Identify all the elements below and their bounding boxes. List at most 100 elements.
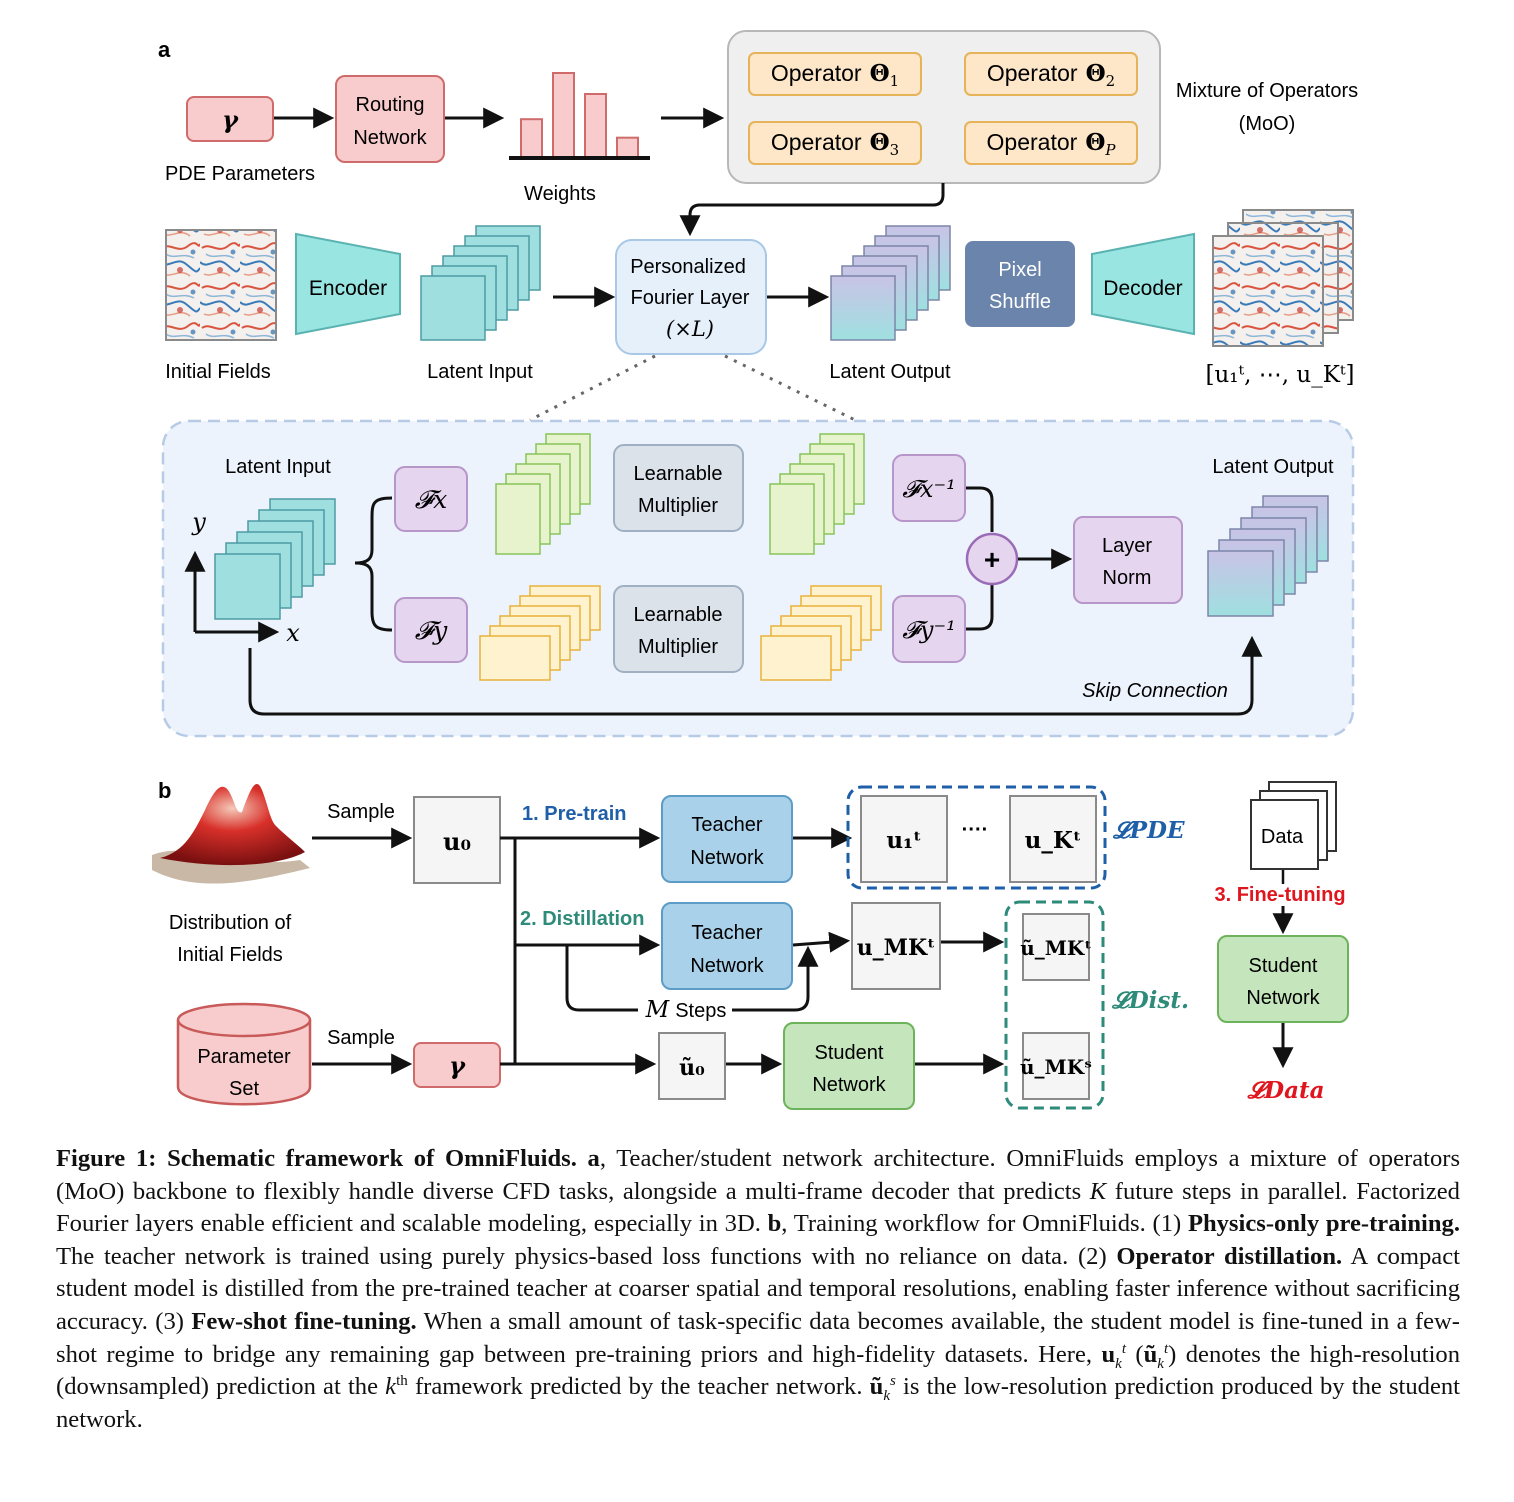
detail-latent-output-label: Latent Output — [1212, 456, 1334, 478]
caption-fig-label: Figure 1: — [56, 1145, 157, 1172]
teacher2-line1: Teacher — [691, 922, 762, 944]
fx-inv-label: 𝓕x⁻¹ — [902, 475, 956, 503]
detail-latent-output-stack — [1207, 495, 1329, 617]
student1-line2: Network — [812, 1074, 886, 1096]
caption-t6: is the low-resolution prediction produce… — [56, 1373, 1460, 1433]
yellow-stack-left — [479, 585, 601, 681]
moo-line2: (MoO) — [1239, 113, 1296, 135]
weights-histogram — [520, 72, 639, 158]
umkt-tilde-box — [1022, 913, 1090, 981]
initial-fields-image — [165, 229, 277, 341]
caption-k: K — [1089, 1177, 1107, 1205]
routing-line1: Routing — [356, 94, 425, 116]
m-steps-loop-right — [732, 945, 819, 1012]
connector-fx-plus — [966, 486, 994, 532]
decoder-shape — [1091, 232, 1195, 336]
u0-label: u₀ — [443, 827, 471, 856]
pixel-line1: Pixel — [998, 259, 1041, 281]
latent-input-stack — [420, 225, 541, 341]
lm-bottom-line2: Multiplier — [638, 636, 718, 658]
dist-output-group — [1004, 900, 1105, 1110]
initial-fields-label: Initial Fields — [165, 361, 271, 383]
teacher-network-pretrain — [661, 795, 793, 883]
student-network-box — [783, 1022, 915, 1110]
latent-output-stack — [830, 225, 951, 341]
connector-fy-plus — [966, 585, 994, 631]
fx-inv-box — [892, 454, 966, 522]
sample-label-bottom: Sample — [327, 1027, 395, 1049]
weight-bar-1 — [520, 118, 543, 158]
fx-box — [394, 466, 468, 532]
pfl-line1: Personalized — [630, 256, 746, 278]
u0-tilde-box — [658, 1032, 726, 1100]
dist-line1: Distribution of — [169, 912, 292, 934]
lm-top-line1: Learnable — [634, 463, 723, 485]
y-axis-label: y — [191, 508, 206, 536]
teacher1-line2: Network — [690, 847, 764, 869]
plus-symbol: + — [984, 544, 1000, 575]
param-line2: Set — [229, 1078, 259, 1100]
parameter-set-cylinder — [176, 1002, 312, 1106]
skip-connection-arrow — [248, 635, 1263, 716]
pixel-line2: Shuffle — [989, 291, 1051, 313]
umkt-label: u_MKᵗ — [857, 935, 936, 961]
ellipsis: ···· — [962, 819, 989, 841]
plus-node — [965, 532, 1019, 586]
u1t-label: u₁ᵗ — [886, 827, 921, 854]
zoom-line-right — [724, 354, 856, 422]
moo-line1: Mixture of Operators — [1176, 80, 1358, 102]
caption-a-text: , Teacher/student network architecture. … — [56, 1145, 1461, 1205]
latent-output-label: Latent Output — [829, 361, 951, 383]
figure-caption: Figure 1: Schematic framework of OmniFlu… — [56, 1145, 1461, 1433]
figure-diagram: a γ PDE Parameters Routing Network Weigh… — [152, 30, 1358, 1110]
student-network-finetune — [1217, 935, 1349, 1023]
arrow-teacher-umk — [792, 931, 851, 953]
ln-line2: Norm — [1103, 567, 1152, 589]
loss-data: 𝓛Data — [1246, 1077, 1324, 1104]
green-stack-right — [769, 433, 865, 555]
caption-b: b — [767, 1210, 782, 1238]
arrow-moo-pfl — [679, 183, 945, 237]
fx-label: 𝓕x — [415, 485, 448, 514]
panel-b-label: b — [158, 778, 171, 803]
data-label: Data — [1261, 826, 1304, 848]
caption-a: a — [587, 1145, 600, 1172]
caption-b-text: , Training workflow for OmniFluids. (1) — [781, 1210, 1182, 1238]
ukt-label: u_Kᵗ — [1025, 827, 1082, 854]
caption-s2: Operator distillation. — [1116, 1242, 1343, 1270]
umks-tilde-label: ũ_MKˢ — [1020, 1055, 1092, 1079]
caption-t4: denotes the high-resolution (downsampled… — [56, 1340, 1461, 1401]
fy-inv-box — [892, 595, 966, 663]
caption-a-text2: future steps in parallel. Factorized Fou… — [56, 1177, 1460, 1238]
split-brace — [354, 496, 393, 632]
sample-label-top: Sample — [327, 801, 395, 823]
learnable-multiplier-top — [613, 444, 744, 532]
u1t-box — [860, 795, 948, 883]
distribution-hill-image — [152, 783, 310, 884]
lm-bottom-line1: Learnable — [634, 604, 723, 626]
pixel-shuffle-box — [965, 241, 1075, 327]
decoder-label: Decoder — [1103, 277, 1182, 300]
loss-pde: 𝓛PDE — [1112, 817, 1185, 844]
detail-latent-input-stack — [214, 498, 336, 620]
ln-line1: Layer — [1102, 535, 1152, 557]
routing-line2: Network — [353, 127, 427, 149]
encoder-label: Encoder — [309, 277, 387, 300]
dist-line2: Initial Fields — [177, 944, 283, 966]
student1-line1: Student — [815, 1042, 884, 1064]
pfl-line3: (×L) — [666, 317, 714, 341]
umkt-box — [851, 902, 941, 990]
weights-label: Weights — [524, 183, 596, 205]
param-line1: Parameter — [197, 1046, 291, 1068]
skip-connection-label: Skip Connection — [1082, 680, 1228, 702]
gamma-box — [186, 96, 274, 142]
zoom-line-left — [529, 354, 656, 422]
outputs-label: [u₁ᵗ, ⋯, u_Kᵗ] — [1205, 362, 1354, 388]
